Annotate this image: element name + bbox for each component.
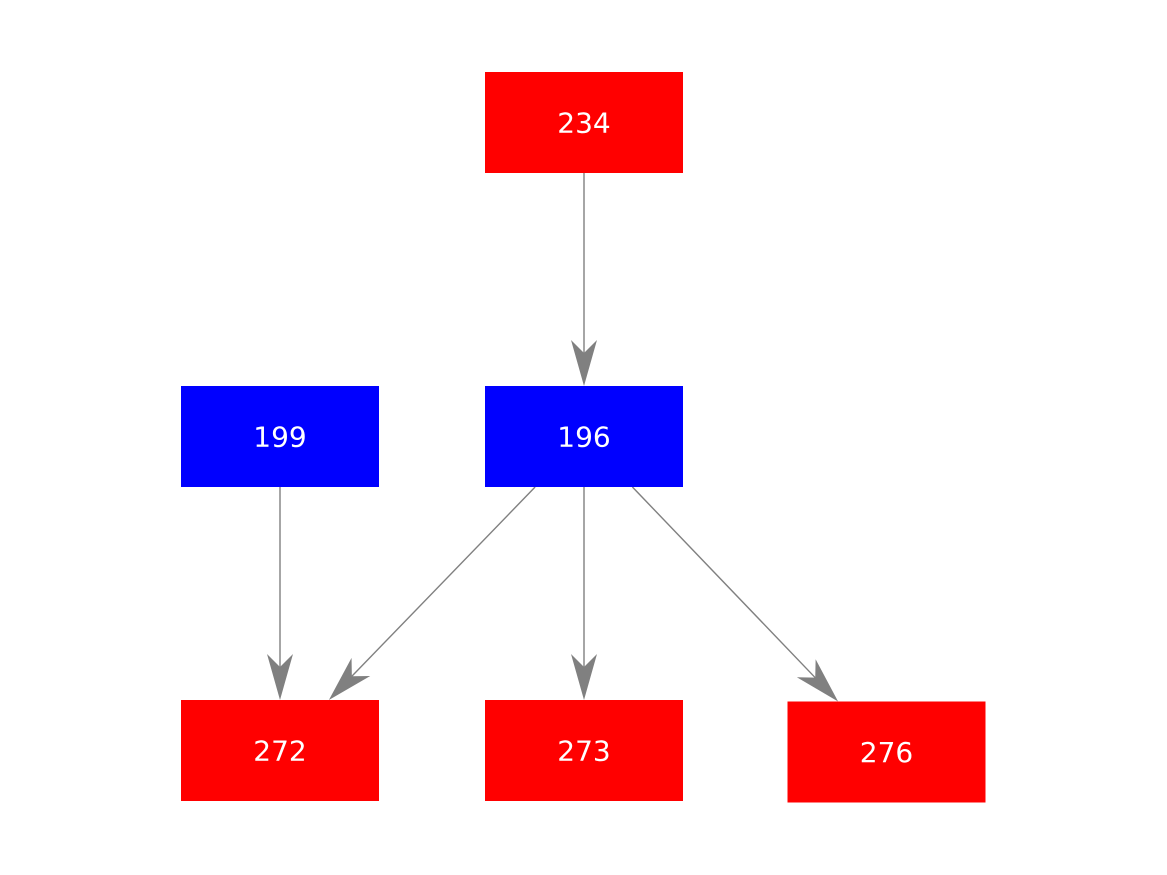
arrowhead-icon: [328, 657, 371, 700]
node-272: 272: [181, 700, 379, 801]
node-label: 272: [253, 734, 306, 767]
edge-line: [351, 486, 536, 677]
node-199: 199: [181, 386, 379, 487]
arrowhead-icon: [571, 340, 597, 386]
edge-196-272: [328, 486, 536, 700]
node-234: 234: [485, 72, 683, 173]
arrowhead-icon: [571, 654, 597, 700]
node-rect: [485, 72, 683, 173]
node-276: 276: [787, 701, 986, 803]
node-196: 196: [485, 386, 683, 487]
edge-line: [631, 486, 816, 679]
edge-199-272: [267, 487, 293, 700]
node-rect: [181, 386, 379, 487]
node-273: 273: [485, 700, 683, 801]
node-rect: [485, 700, 683, 801]
node-label: 276: [860, 736, 913, 769]
node-rect: [181, 700, 379, 801]
node-rect: [485, 386, 683, 487]
node-label: 234: [557, 106, 610, 139]
node-label: 199: [253, 420, 306, 453]
edge-234-196: [571, 173, 597, 386]
node-label: 196: [557, 420, 610, 453]
arrowhead-icon: [796, 659, 839, 702]
node-rect: [787, 701, 986, 803]
node-label: 273: [557, 734, 610, 767]
arrowhead-icon: [267, 654, 293, 700]
edge-196-273: [571, 487, 597, 700]
edge-196-276: [631, 486, 839, 702]
